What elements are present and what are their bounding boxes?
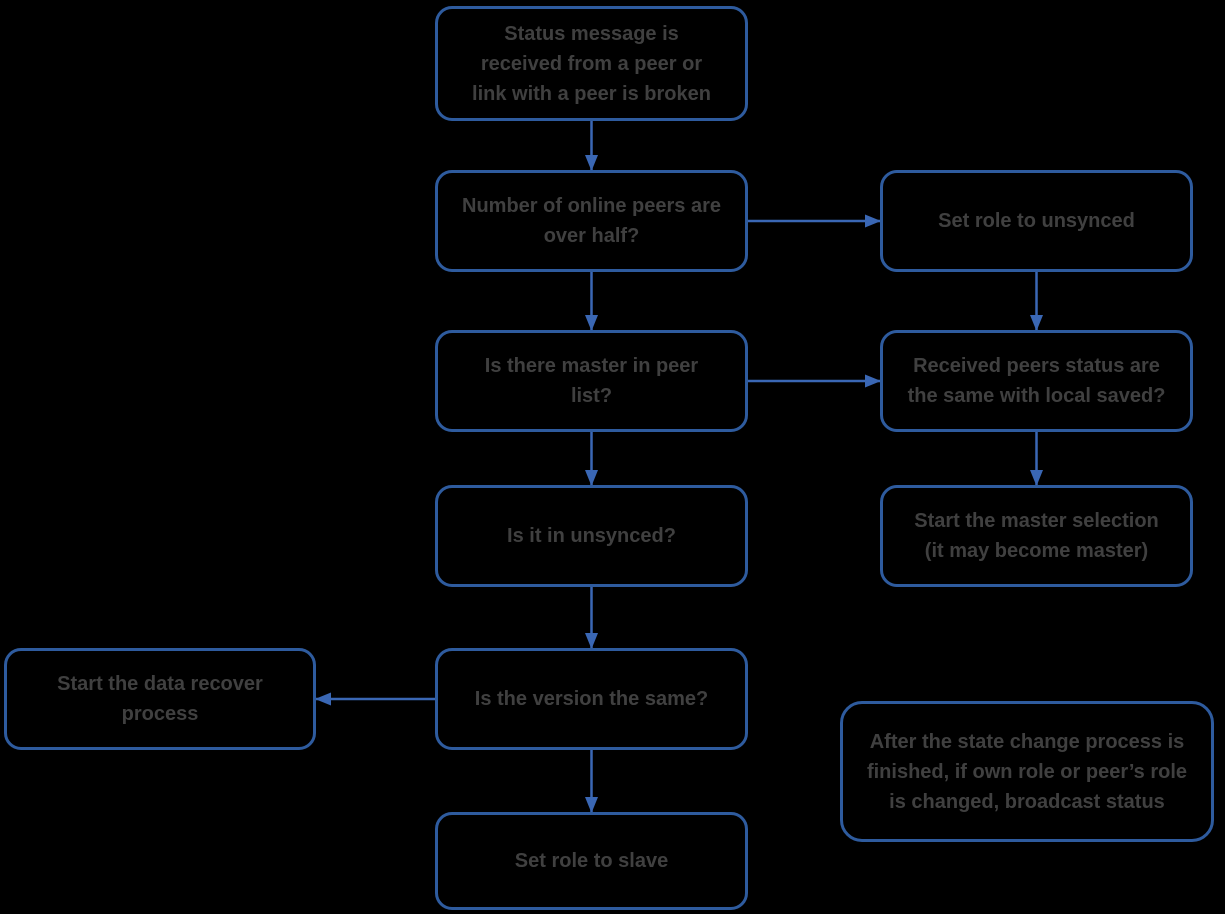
- node-start-master-selection: Start the master selection (it may becom…: [880, 485, 1193, 587]
- node-status-received: Status message is received from a peer o…: [435, 6, 748, 121]
- node-broadcast-status-note: After the state change process is finish…: [840, 701, 1214, 842]
- node-is-version-same: Is the version the same?: [435, 648, 748, 750]
- node-master-in-peer-list: Is there master in peer list?: [435, 330, 748, 432]
- node-start-data-recover: Start the data recover process: [4, 648, 316, 750]
- node-label: Start the data recover process: [57, 673, 263, 725]
- node-label: Number of online peers are over half?: [462, 195, 721, 247]
- node-label: Is there master in peer list?: [484, 355, 699, 407]
- node-label: Start the master selection (it may becom…: [914, 510, 1159, 562]
- node-peers-status-same: Received peers status are the same with …: [880, 330, 1193, 432]
- node-label: Received peers status are the same with …: [907, 355, 1166, 407]
- node-set-role-unsynced: Set role to unsynced: [880, 170, 1193, 272]
- node-label: Is it in unsynced?: [507, 525, 676, 547]
- node-label: Is the version the same?: [474, 688, 709, 710]
- node-label: Set role to slave: [514, 850, 669, 872]
- node-peers-over-half: Number of online peers are over half?: [435, 170, 748, 272]
- node-set-role-to-slave: Set role to slave: [435, 812, 748, 910]
- node-is-it-in-unsynced: Is it in unsynced?: [435, 485, 748, 587]
- node-label: Set role to unsynced: [938, 210, 1135, 232]
- node-label: After the state change process is finish…: [866, 730, 1188, 813]
- node-label: Status message is received from a peer o…: [472, 22, 711, 105]
